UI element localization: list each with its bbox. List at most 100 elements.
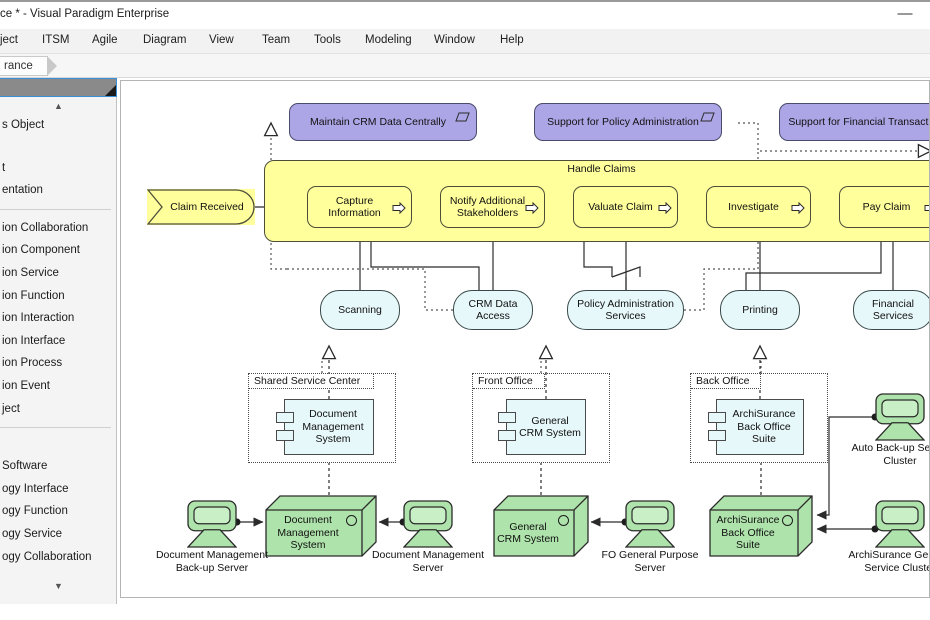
business-event-claim-received[interactable]: Claim Received xyxy=(147,189,255,225)
breadcrumb-bar: rance xyxy=(0,54,930,78)
palette-item-ion-process[interactable]: ion Process xyxy=(2,357,63,370)
palette-item-ject[interactable]: ject xyxy=(2,402,20,415)
palette-scroll-up-icon[interactable]: ▲ xyxy=(54,101,63,111)
node-3d-shape xyxy=(709,495,813,557)
component-tab-icon xyxy=(708,412,726,423)
application-component-archisurance-back-office-suite[interactable]: ArchiSurance Back Office Suite xyxy=(708,399,804,455)
requirement-support-for-policy-administration[interactable]: Support for Policy Administration xyxy=(534,103,722,141)
application-component-general-crm-system[interactable]: General CRM System xyxy=(498,399,586,455)
application-service-scanning[interactable]: Scanning xyxy=(320,290,400,330)
window-title: ce * - Visual Paradigm Enterprise xyxy=(0,8,170,20)
menu-item-window[interactable]: Window xyxy=(434,34,475,46)
requirement-icon xyxy=(455,109,470,122)
node-circle-icon xyxy=(558,515,569,526)
node-3d-shape xyxy=(265,495,377,557)
menu-item-diagram[interactable]: Diagram xyxy=(143,34,187,46)
device-shape-icon xyxy=(875,500,925,548)
palette-item-software[interactable]: Software xyxy=(2,460,48,473)
palette-item-ion-component[interactable]: ion Component xyxy=(2,244,80,257)
technology-device-label: Auto Back-up Server Cluster xyxy=(851,442,930,467)
business-process-pay-claim[interactable]: Pay Claim xyxy=(839,186,929,228)
palette-spacer xyxy=(0,137,117,157)
palette-item-entation[interactable]: entation xyxy=(2,184,43,197)
device-shape-icon xyxy=(403,500,453,548)
application-service-policy-administration-services[interactable]: Policy Administration Services xyxy=(567,290,684,330)
business-process-valuate-claim[interactable]: Valuate Claim xyxy=(573,186,678,228)
menu-item-team[interactable]: Team xyxy=(262,34,291,46)
menu-item-tools[interactable]: Tools xyxy=(314,34,341,46)
palette-separator xyxy=(0,208,111,210)
palette-spacer xyxy=(0,435,117,455)
technology-node-archisurance-back-office-suite[interactable]: ArchiSurance Back Office Suite xyxy=(709,495,813,557)
process-arrow-icon xyxy=(658,201,672,215)
diagram-palette-panel: ▲ s Object t entation ion Collaboration ion … xyxy=(0,78,117,604)
technology-device-archisurance-general-service-cluster[interactable]: ArchiSurance General Service Cluster xyxy=(848,500,929,574)
connector-layer xyxy=(233,121,929,534)
application-service-printing[interactable]: Printing xyxy=(720,290,800,330)
palette-item-ogy-service[interactable]: ogy Service xyxy=(2,527,63,540)
technology-device-label: Document Management Back-up Server xyxy=(155,549,269,574)
menu-item-modeling[interactable]: Modeling xyxy=(365,34,412,46)
technology-device-auto-back-up-server-cluster[interactable]: Auto Back-up Server Cluster xyxy=(852,393,929,467)
palette-item-ion-collaboration[interactable]: ion Collaboration xyxy=(2,221,89,234)
technology-node-general-crm-system[interactable]: General CRM System xyxy=(493,495,589,557)
business-process-label: Pay Claim xyxy=(862,200,911,213)
component-tab-icon xyxy=(498,412,516,423)
process-arrow-icon xyxy=(924,201,929,213)
menu-item-itsm[interactable]: ITSM xyxy=(42,34,70,46)
menu-item-help[interactable]: Help xyxy=(500,34,524,46)
palette-item-ogy-collaboration[interactable]: ogy Collaboration xyxy=(2,550,92,563)
grouping-back-office: Back Office xyxy=(690,373,828,463)
grouping-label: Back Office xyxy=(691,374,761,389)
application-component-document-management-system[interactable]: Document Management System xyxy=(276,399,374,455)
palette-item-ion-function[interactable]: ion Function xyxy=(2,289,65,302)
menu-bar: ject ITSM Agile Diagram View Team Tools Modelin… xyxy=(0,29,930,54)
business-process-capture-information[interactable]: Capture Information xyxy=(307,186,412,228)
palette-item-ion-interaction[interactable]: ion Interaction xyxy=(2,312,75,325)
requirement-support-for-financial-transactions[interactable]: Support for Financial Transactions xyxy=(779,103,929,141)
minimize-button[interactable]: — xyxy=(897,5,913,22)
technology-device-fo-general-purpose-server[interactable]: FO General Purpose Server xyxy=(602,500,698,574)
palette-item-ogy-interface[interactable]: ogy Interface xyxy=(2,482,69,495)
technology-node-document-management-system[interactable]: Document Management System xyxy=(265,495,377,557)
application-service-label: Financial Services xyxy=(871,297,915,323)
technology-device-document-management-back-up-server[interactable]: Document Management Back-up Server xyxy=(156,500,268,574)
application-service-crm-data-access[interactable]: CRM Data Access xyxy=(453,290,533,330)
palette-item-s-object[interactable]: s Object xyxy=(2,119,45,131)
breadcrumb-item[interactable]: rance xyxy=(0,56,57,76)
palette-item-ion-event[interactable]: ion Event xyxy=(2,379,50,392)
technology-device-document-management-server[interactable]: Document Management Server xyxy=(372,500,484,574)
technology-device-label: FO General Purpose Server xyxy=(601,549,699,574)
palette-item-t[interactable]: t xyxy=(2,161,6,174)
palette-header[interactable] xyxy=(0,78,117,97)
component-tab-icon xyxy=(708,430,726,441)
business-process-notify-additional-stakeholders[interactable]: Notify Additional Stakeholders xyxy=(440,186,545,228)
grouping-front-office: Front Office xyxy=(472,373,610,463)
menu-item-agile[interactable]: Agile xyxy=(92,34,118,46)
component-tab-icon xyxy=(276,412,294,423)
application-service-label: Printing xyxy=(742,303,778,316)
menu-item-view[interactable]: View xyxy=(209,34,234,46)
node-circle-icon xyxy=(782,515,793,526)
application-service-label: Scanning xyxy=(338,303,382,316)
component-tab-icon xyxy=(276,430,294,441)
device-shape-icon xyxy=(625,500,675,548)
grouping-shared-service-center: Shared Service Center xyxy=(248,373,396,463)
device-shape-icon xyxy=(187,500,237,548)
palette-item-ogy-function[interactable]: ogy Function xyxy=(2,505,68,518)
application-component-label: ArchiSurance Back Office Suite xyxy=(732,408,796,446)
application-service-financial-services[interactable]: Financial Services xyxy=(853,290,929,330)
palette-item-ion-interface[interactable]: ion Interface xyxy=(2,334,66,347)
palette-scroll-down-icon[interactable]: ▼ xyxy=(54,581,63,591)
application-component-label: Document Management System xyxy=(302,408,364,446)
requirement-label: Support for Policy Administration xyxy=(547,115,699,128)
menu-item-ject[interactable]: ject xyxy=(0,34,18,46)
grouping-label: Front Office xyxy=(473,374,545,389)
requirement-label: Maintain CRM Data Centrally xyxy=(310,115,446,128)
business-process-investigate[interactable]: Investigate xyxy=(706,186,811,228)
requirement-maintain-crm-data-centrally[interactable]: Maintain CRM Data Centrally xyxy=(289,103,477,141)
process-arrow-icon xyxy=(525,201,539,215)
process-arrow-icon xyxy=(392,201,406,215)
palette-item-ion-service[interactable]: ion Service xyxy=(2,266,59,279)
